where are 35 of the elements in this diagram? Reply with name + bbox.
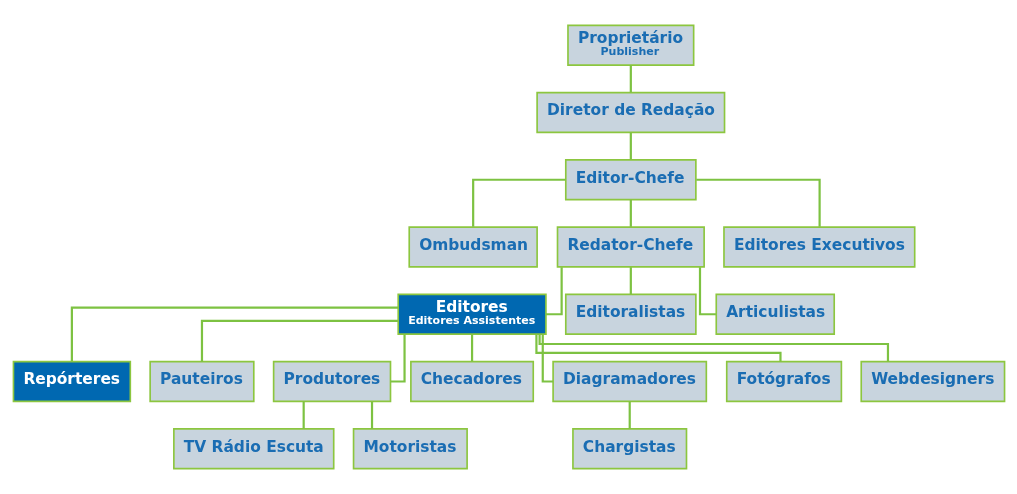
connector [200, 319, 398, 362]
connector [390, 334, 406, 383]
node-box: Editoralistas [564, 293, 697, 335]
node-box: Editor-Chefe [564, 159, 697, 201]
node-box: Fotógrafos [725, 360, 842, 403]
connector [470, 334, 473, 362]
node-box: Diagramadores [551, 360, 707, 403]
node-box: Editores Executivos [722, 226, 916, 268]
node-box: Diretor de Redação [535, 91, 725, 134]
connector [628, 401, 631, 429]
node-box: Pauteiros [148, 360, 255, 403]
node-box: Repórteres [12, 360, 131, 403]
connector [70, 306, 398, 362]
connector [629, 65, 632, 93]
connector [471, 178, 565, 227]
node-box: Ombudsman [407, 226, 538, 268]
connector [695, 178, 821, 227]
node-box: Editores Editores Assistentes [396, 293, 547, 335]
node-box: Redator-Chefe [556, 226, 705, 268]
node-box: Articulistas [714, 293, 835, 335]
connector [629, 132, 632, 160]
node-box: TV Rádio Escuta [172, 428, 335, 470]
connector [370, 401, 373, 429]
node-box: Proprietário Publisher [566, 24, 694, 66]
node-box: Chargistas [571, 428, 687, 470]
node-box: Webdesigners [859, 360, 1005, 403]
node-box: Produtores [272, 360, 391, 403]
connector [629, 267, 632, 295]
connector [302, 401, 305, 429]
connector [545, 267, 563, 316]
connector [629, 199, 632, 227]
node-box: Checadores [409, 360, 534, 403]
node-box: Motoristas [352, 428, 468, 470]
connector [534, 334, 782, 362]
connector [541, 334, 553, 383]
